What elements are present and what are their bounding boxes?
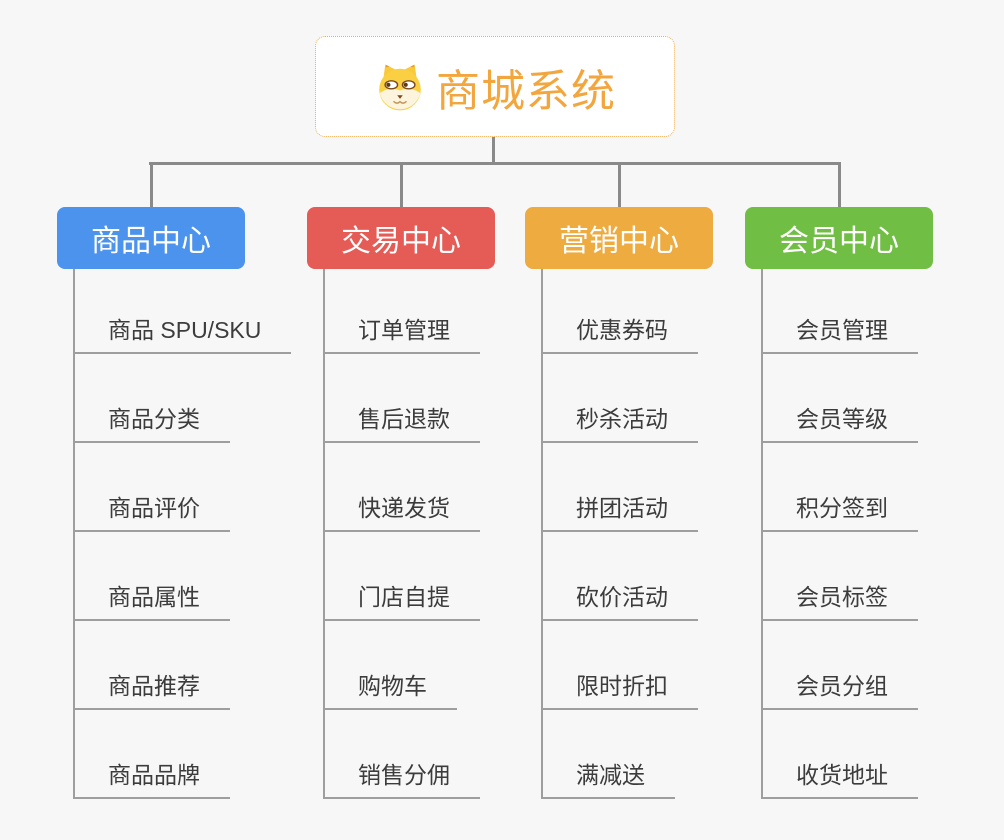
child-node-trade-center-5[interactable]: 销售分佣 [325,710,480,799]
connector-drop-trade-center [399,162,403,207]
child-node-member-center-5[interactable]: 收货地址 [763,710,918,799]
child-node-trade-center-2[interactable]: 快递发货 [325,443,480,532]
root-node-mall-system[interactable]: 商城系统 [315,36,675,137]
child-node-member-center-2[interactable]: 积分签到 [763,443,918,532]
child-node-product-center-1[interactable]: 商品分类 [75,354,230,443]
branch-label: 营销中心 [559,225,679,258]
connector-horizontal-rail [149,162,840,165]
branch-children-member-center: 会员管理会员等级积分签到会员标签会员分组收货地址 [761,269,918,799]
connector-drop-marketing-center [617,162,621,207]
branch-label: 交易中心 [341,225,461,258]
root-title: 商城系统 [436,66,616,116]
child-node-member-center-0[interactable]: 会员管理 [763,269,918,354]
child-node-product-center-5[interactable]: 商品品牌 [75,710,230,799]
child-node-marketing-center-4[interactable]: 限时折扣 [543,621,698,710]
child-node-marketing-center-0[interactable]: 优惠券码 [543,269,698,354]
connector-root-stub [492,137,495,163]
child-node-trade-center-1[interactable]: 售后退款 [325,354,480,443]
branch-node-member-center[interactable]: 会员中心 [745,207,933,269]
child-node-product-center-2[interactable]: 商品评价 [75,443,230,532]
child-node-marketing-center-2[interactable]: 拼团活动 [543,443,698,532]
child-node-marketing-center-1[interactable]: 秒杀活动 [543,354,698,443]
branch-node-trade-center[interactable]: 交易中心 [307,207,495,269]
child-node-marketing-center-5[interactable]: 满减送 [543,710,675,799]
child-node-trade-center-3[interactable]: 门店自提 [325,532,480,621]
child-node-product-center-3[interactable]: 商品属性 [75,532,230,621]
branch-label: 商品中心 [91,225,211,258]
child-node-member-center-1[interactable]: 会员等级 [763,354,918,443]
child-node-marketing-center-3[interactable]: 砍价活动 [543,532,698,621]
branch-node-product-center[interactable]: 商品中心 [57,207,245,269]
branch-children-trade-center: 订单管理售后退款快递发货门店自提购物车销售分佣 [323,269,480,799]
connector-drop-member-center [837,162,841,207]
child-node-trade-center-0[interactable]: 订单管理 [325,269,480,354]
child-node-member-center-4[interactable]: 会员分组 [763,621,918,710]
child-node-trade-center-4[interactable]: 购物车 [325,621,457,710]
dog-icon [374,61,426,113]
branch-label: 会员中心 [779,225,899,258]
branch-node-marketing-center[interactable]: 营销中心 [525,207,713,269]
branch-children-marketing-center: 优惠券码秒杀活动拼团活动砍价活动限时折扣满减送 [541,269,698,799]
child-node-member-center-3[interactable]: 会员标签 [763,532,918,621]
connector-drop-product-center [149,162,153,207]
child-node-product-center-4[interactable]: 商品推荐 [75,621,230,710]
child-node-product-center-0[interactable]: 商品 SPU/SKU [75,269,292,354]
